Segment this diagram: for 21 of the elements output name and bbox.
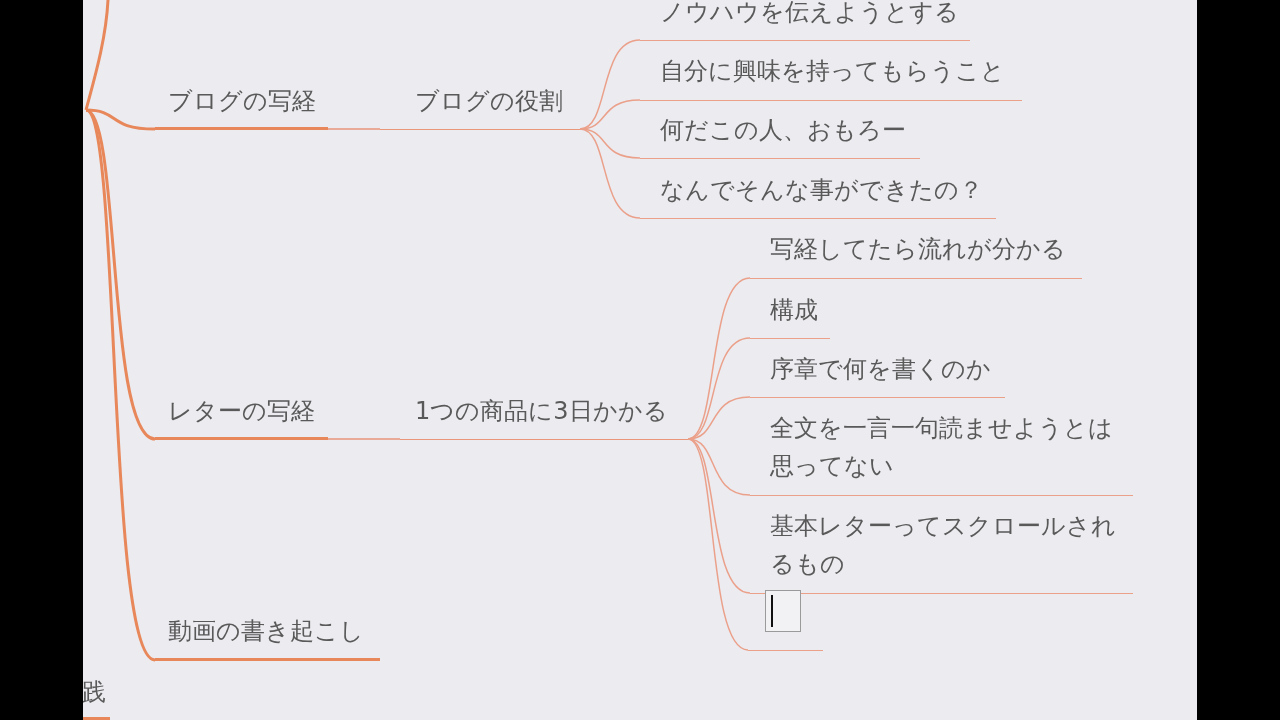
topic: 全文を一言一句読ませようとは思ってない: [750, 409, 1133, 496]
topic: ブログの写経: [155, 82, 328, 130]
topic: 践: [83, 673, 110, 720]
branch-line: [327, 438, 401, 440]
branch-line: [84, 109, 157, 662]
branch-line: [579, 128, 641, 219]
topic: 序章で何を書くのか: [750, 350, 1005, 398]
topic: レターの写経: [155, 392, 328, 440]
branch-line: [579, 128, 641, 159]
topic: 自分に興味を持ってもらうこと: [640, 52, 1022, 101]
branch-line: [687, 438, 751, 594]
branch-line: [687, 438, 749, 651]
topic: なんでそんな事ができたの？: [640, 171, 996, 219]
topic: 何だこの人、おもろー: [640, 111, 920, 159]
topic: 動画の書き起こし: [155, 612, 380, 661]
topic: ノウハウを伝えようとする: [640, 0, 970, 41]
topic: 1つの商品に3日かかる: [400, 392, 688, 440]
topic: ブログの役割: [380, 82, 580, 130]
topic: 構成: [750, 291, 830, 339]
topic: 写経してたら流れが分かる: [750, 230, 1082, 279]
branch-line: [327, 128, 381, 130]
